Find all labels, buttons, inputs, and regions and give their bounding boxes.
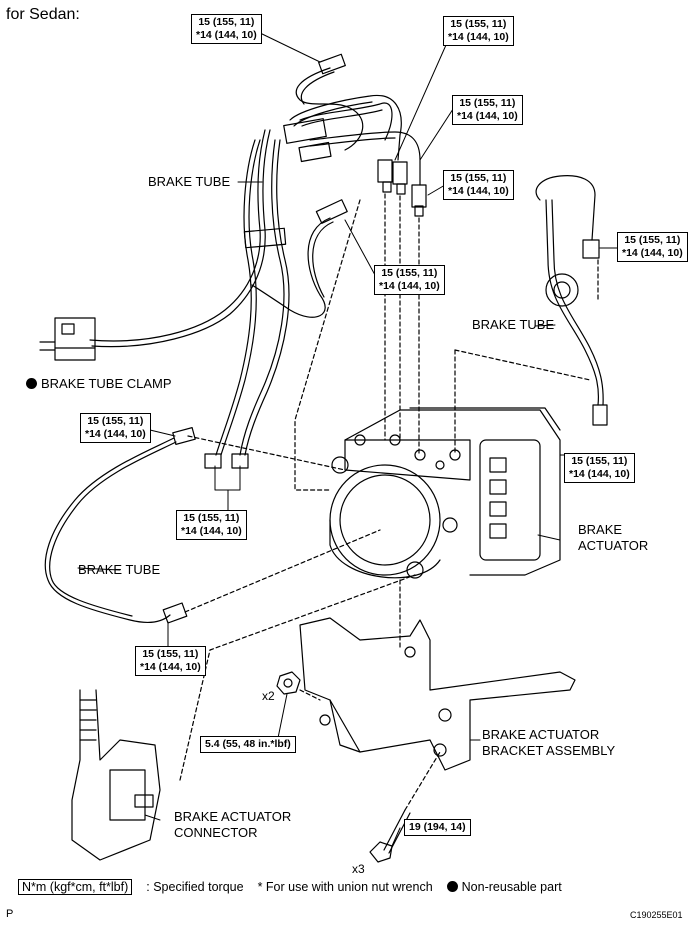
torque-value: 15 (155, 11) <box>381 267 438 279</box>
torque-value: 15 (155, 11) <box>183 512 240 524</box>
connector-label: BRAKE ACTUATOR CONNECTOR <box>174 809 291 841</box>
torque-value-union: *14 (144, 10) <box>85 428 146 440</box>
torque-value-union: *14 (144, 10) <box>196 29 257 41</box>
leader-lines <box>77 31 618 847</box>
left-brake-tube <box>44 427 196 624</box>
torque-box: 15 (155, 11) *14 (144, 10) <box>135 646 206 676</box>
torque-box: 15 (155, 11) *14 (144, 10) <box>176 510 247 540</box>
nut-quantity: x2 <box>262 689 275 703</box>
figure-code: C190255E01 <box>630 910 683 920</box>
brake-actuator-connector <box>71 689 161 861</box>
legend-torque-unit: N*m (kgf*cm, ft*lbf) <box>18 879 133 895</box>
bracket-assembly-label: BRAKE ACTUATOR BRACKET ASSEMBLY <box>482 727 615 759</box>
torque-value-union: *14 (144, 10) <box>448 31 509 43</box>
brake-actuator-label-line2: ACTUATOR <box>578 538 649 553</box>
nut-torque-value: 5.4 (55, 48 in.*lbf) <box>205 738 291 750</box>
torque-value: 15 (155, 11) <box>624 234 681 246</box>
torque-value: 15 (155, 11) <box>450 18 507 30</box>
torque-value: 15 (155, 11) <box>87 415 144 427</box>
torque-value: 15 (155, 11) <box>459 97 516 109</box>
torque-box: 15 (155, 11) *14 (144, 10) <box>443 170 514 200</box>
torque-box: 15 (155, 11) *14 (144, 10) <box>443 16 514 46</box>
torque-value-union: *14 (144, 10) <box>569 468 630 480</box>
connector-label-line1: BRAKE ACTUATOR <box>174 809 292 824</box>
brake-tube-label: BRAKE TUBE <box>148 174 231 189</box>
non-reusable-bullet-icon <box>26 378 37 389</box>
torque-box: 15 (155, 11) *14 (144, 10) <box>191 14 262 44</box>
torque-value-union: *14 (144, 10) <box>140 661 201 673</box>
bolt-torque-value: 19 (194, 14) <box>409 821 466 833</box>
alignment-lines <box>179 193 599 811</box>
torque-box: 15 (155, 11) *14 (144, 10) <box>374 265 445 295</box>
figure-heading: for Sedan: <box>6 6 80 23</box>
legend-union-note: * For use with union nut wrench <box>257 880 433 894</box>
bolt-quantity: x3 <box>352 862 365 876</box>
brake-tube-clamp-label: BRAKE TUBE CLAMP <box>26 376 172 392</box>
page-mark: P <box>6 908 14 920</box>
torque-value-union: *14 (144, 10) <box>181 525 242 537</box>
torque-value-union: *14 (144, 10) <box>457 110 518 122</box>
torque-box: 15 (155, 11) *14 (144, 10) <box>452 95 523 125</box>
bracket-assembly-label-line1: BRAKE ACTUATOR <box>482 727 600 742</box>
brake-tube-clamp <box>39 317 96 361</box>
torque-value: 15 (155, 11) <box>198 16 255 28</box>
bolt <box>369 809 411 863</box>
brake-tube-clamp-text: BRAKE TUBE CLAMP <box>41 376 172 391</box>
brake-tube-bundle <box>89 53 427 469</box>
legend-torque-desc: : Specified torque <box>146 880 244 894</box>
bracket-assembly <box>299 617 576 771</box>
torque-value-union: *14 (144, 10) <box>622 247 683 259</box>
nut-torque-box: 5.4 (55, 48 in.*lbf) <box>200 736 296 753</box>
legend: N*m (kgf*cm, ft*lbf) : Specified torque * … <box>18 879 562 895</box>
torque-box: 15 (155, 11) *14 (144, 10) <box>617 232 688 262</box>
torque-box: 15 (155, 11) *14 (144, 10) <box>564 453 635 483</box>
torque-box: 15 (155, 11) *14 (144, 10) <box>80 413 151 443</box>
legend-non-reusable: Non-reusable part <box>461 880 562 894</box>
torque-value-union: *14 (144, 10) <box>379 280 440 292</box>
torque-value: 15 (155, 11) <box>571 455 628 467</box>
bolt-torque-box: 19 (194, 14) <box>404 819 471 836</box>
brake-actuator-body <box>329 407 561 579</box>
brake-tube-label: BRAKE TUBE <box>472 317 555 332</box>
brake-actuator-label: BRAKE ACTUATOR <box>578 522 648 554</box>
brake-tube-label: BRAKE TUBE <box>78 562 161 577</box>
connector-label-line2: CONNECTOR <box>174 825 258 840</box>
brake-actuator-label-line1: BRAKE <box>578 522 623 537</box>
non-reusable-bullet-icon <box>446 881 458 892</box>
torque-value-union: *14 (144, 10) <box>448 185 509 197</box>
nut <box>276 671 301 695</box>
right-brake-tube <box>535 175 608 426</box>
torque-value: 15 (155, 11) <box>142 648 199 660</box>
bracket-assembly-label-line2: BRACKET ASSEMBLY <box>482 743 616 758</box>
torque-value: 15 (155, 11) <box>450 172 507 184</box>
